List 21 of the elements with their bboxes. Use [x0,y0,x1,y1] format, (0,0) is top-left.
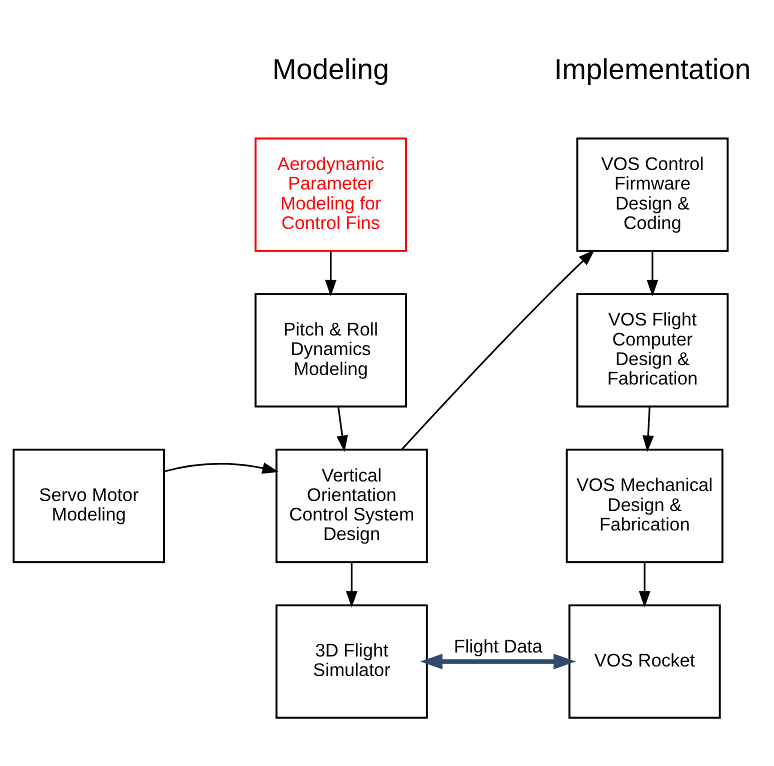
node-box: VOS Control Firmware Design & Coding [576,137,729,252]
node-box: Pitch & Roll Dynamics Modeling [254,293,407,408]
arrow [346,562,358,608]
arrow [401,250,595,450]
node-box: Vertical Orientation Control System Design [276,448,428,564]
node-box: VOS Rocket [568,604,721,719]
arrow [420,654,576,670]
arrow [638,562,650,608]
edge-label: Flight Data [454,636,542,657]
node-box: Aerodynamic Parameter Modeling for Control Fins [254,137,407,252]
arrow [642,406,654,452]
arrow [164,462,279,474]
node-box: 3D Flight Simulator [276,604,428,719]
node-box: VOS Flight Computer Design & Fabrication [576,293,729,408]
arrow [646,251,658,296]
label: Modeling [272,54,390,86]
node-box: Servo Motor Modeling [12,448,166,564]
arrow [325,251,337,296]
label: Implementation [554,54,751,86]
arrow [336,406,348,452]
node-box: VOS Mechanical Design & Fabrication [566,448,724,564]
